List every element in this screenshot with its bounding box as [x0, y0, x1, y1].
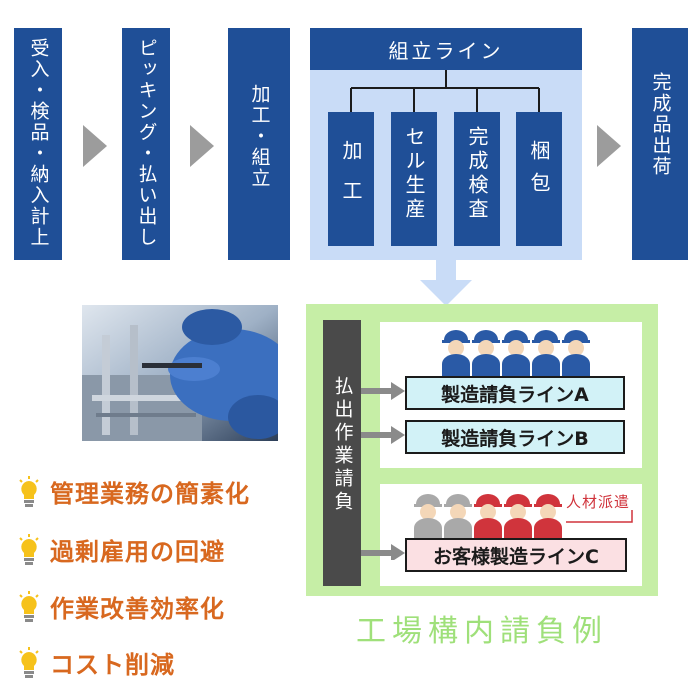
mixed-workers-icon — [414, 494, 562, 540]
contract-line-b-label: 製造請負ラインB — [441, 427, 589, 450]
substep-final-inspection: 完成検査 — [454, 112, 500, 246]
payout-contract-label: 払出作業請負 — [331, 376, 354, 514]
assembly-line-header: 組立ライン — [310, 28, 582, 70]
contract-line-b: 製造請負ラインB — [405, 420, 625, 454]
benefit-item-4: コスト削減 — [18, 645, 175, 680]
contract-line-a-label: 製造請負ラインA — [441, 383, 589, 406]
step-receiving-label: 受入・検品・納入計上 — [27, 38, 50, 248]
step-shipping: 完成品出荷 — [632, 28, 688, 260]
flow-arrow-2 — [190, 125, 214, 167]
benefit-text-4: コスト削減 — [50, 651, 175, 679]
panel-caption: 工場構内請負例 — [356, 614, 608, 649]
flow-arrow-3 — [597, 125, 621, 167]
substep-packing: 梱包 — [516, 112, 562, 246]
step-processing-label: 加工・組立 — [248, 84, 271, 189]
light-bulb-icon — [19, 590, 39, 622]
step-receiving: 受入・検品・納入計上 — [14, 28, 62, 260]
light-bulb-icon — [19, 646, 39, 678]
substep-processing: 加工 — [328, 112, 374, 246]
step-picking-label: ピッキング・払い出し — [135, 38, 158, 248]
customer-line-c: お客様製造ラインC — [405, 538, 627, 572]
step-picking: ピッキング・払い出し — [122, 28, 170, 260]
benefit-text-1: 管理業務の簡素化 — [50, 480, 250, 508]
substep-processing-label: 加工 — [339, 140, 363, 220]
substep-cell-production-label: セル生産 — [402, 126, 426, 222]
substep-packing-label: 梱包 — [527, 140, 551, 204]
step-processing: 加工・組立 — [228, 28, 290, 260]
assembly-line-title: 組立ライン — [388, 38, 504, 63]
customer-line-c-label: お客様製造ラインC — [433, 545, 599, 568]
benefit-text-3: 作業改善効率化 — [50, 595, 225, 623]
factory-worker-photo — [82, 305, 278, 441]
benefit-item-1: 管理業務の簡素化 — [18, 474, 250, 509]
benefit-text-2: 過剰雇用の回避 — [50, 538, 225, 566]
light-bulb-icon — [19, 533, 39, 565]
step-shipping-label: 完成品出荷 — [649, 72, 672, 177]
substep-cell-production: セル生産 — [391, 112, 437, 246]
payout-contract-bar: 払出作業請負 — [323, 320, 361, 586]
contract-line-a: 製造請負ラインA — [405, 376, 625, 410]
staff-dispatch-label: 人材派遣 — [566, 493, 631, 511]
benefit-item-3: 作業改善効率化 — [18, 589, 225, 624]
benefit-item-2: 過剰雇用の回避 — [18, 532, 225, 567]
substep-final-inspection-label: 完成検査 — [465, 126, 489, 222]
contract-workers-icon — [442, 330, 590, 376]
dispatch-bracket — [566, 510, 633, 523]
assembly-tree-lines — [350, 70, 540, 112]
light-bulb-icon — [19, 475, 39, 507]
flow-arrow-1 — [83, 125, 107, 167]
bar-arrows — [361, 382, 405, 560]
down-arrow — [420, 260, 472, 306]
